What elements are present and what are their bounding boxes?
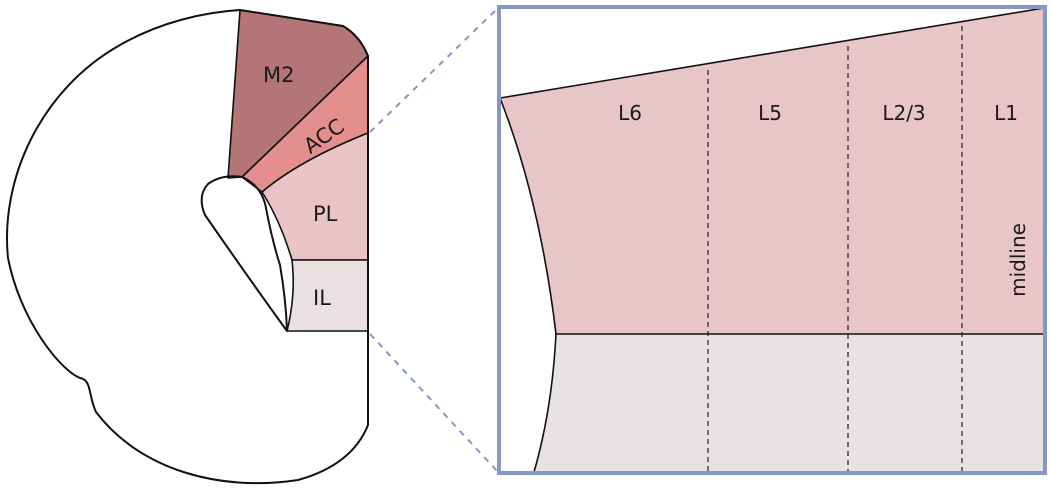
zoom-white-matter-edge: [499, 97, 557, 473]
zoom-connectors: [369, 7, 499, 473]
zoom-frame: [497, 5, 1047, 475]
label-il: IL: [313, 286, 331, 310]
zoom-connector-bottom: [369, 333, 499, 473]
zoom-panel: L6 L5 L2/3 L1 midline: [497, 5, 1047, 475]
zoom-lower-region: [534, 334, 1044, 472]
ventricle: [200, 175, 288, 332]
zoom-connector-top: [369, 7, 499, 133]
hemisphere-outline: [6, 9, 369, 485]
layer-label-l5: L5: [758, 101, 782, 125]
midline-label: midline: [1006, 223, 1030, 297]
label-m2: M2: [263, 63, 294, 87]
zoom-pial-surface: [499, 7, 1045, 99]
layer-label-l1: L1: [994, 101, 1018, 125]
zoom-upper-region: [500, 8, 1044, 334]
region-pl: [261, 132, 369, 261]
layer-label-l6: L6: [618, 101, 642, 125]
brain-section: M2 ACC PL IL: [6, 9, 369, 485]
region-il: [286, 259, 369, 332]
label-pl: PL: [313, 202, 338, 226]
layer-label-l23: L2/3: [882, 101, 925, 125]
